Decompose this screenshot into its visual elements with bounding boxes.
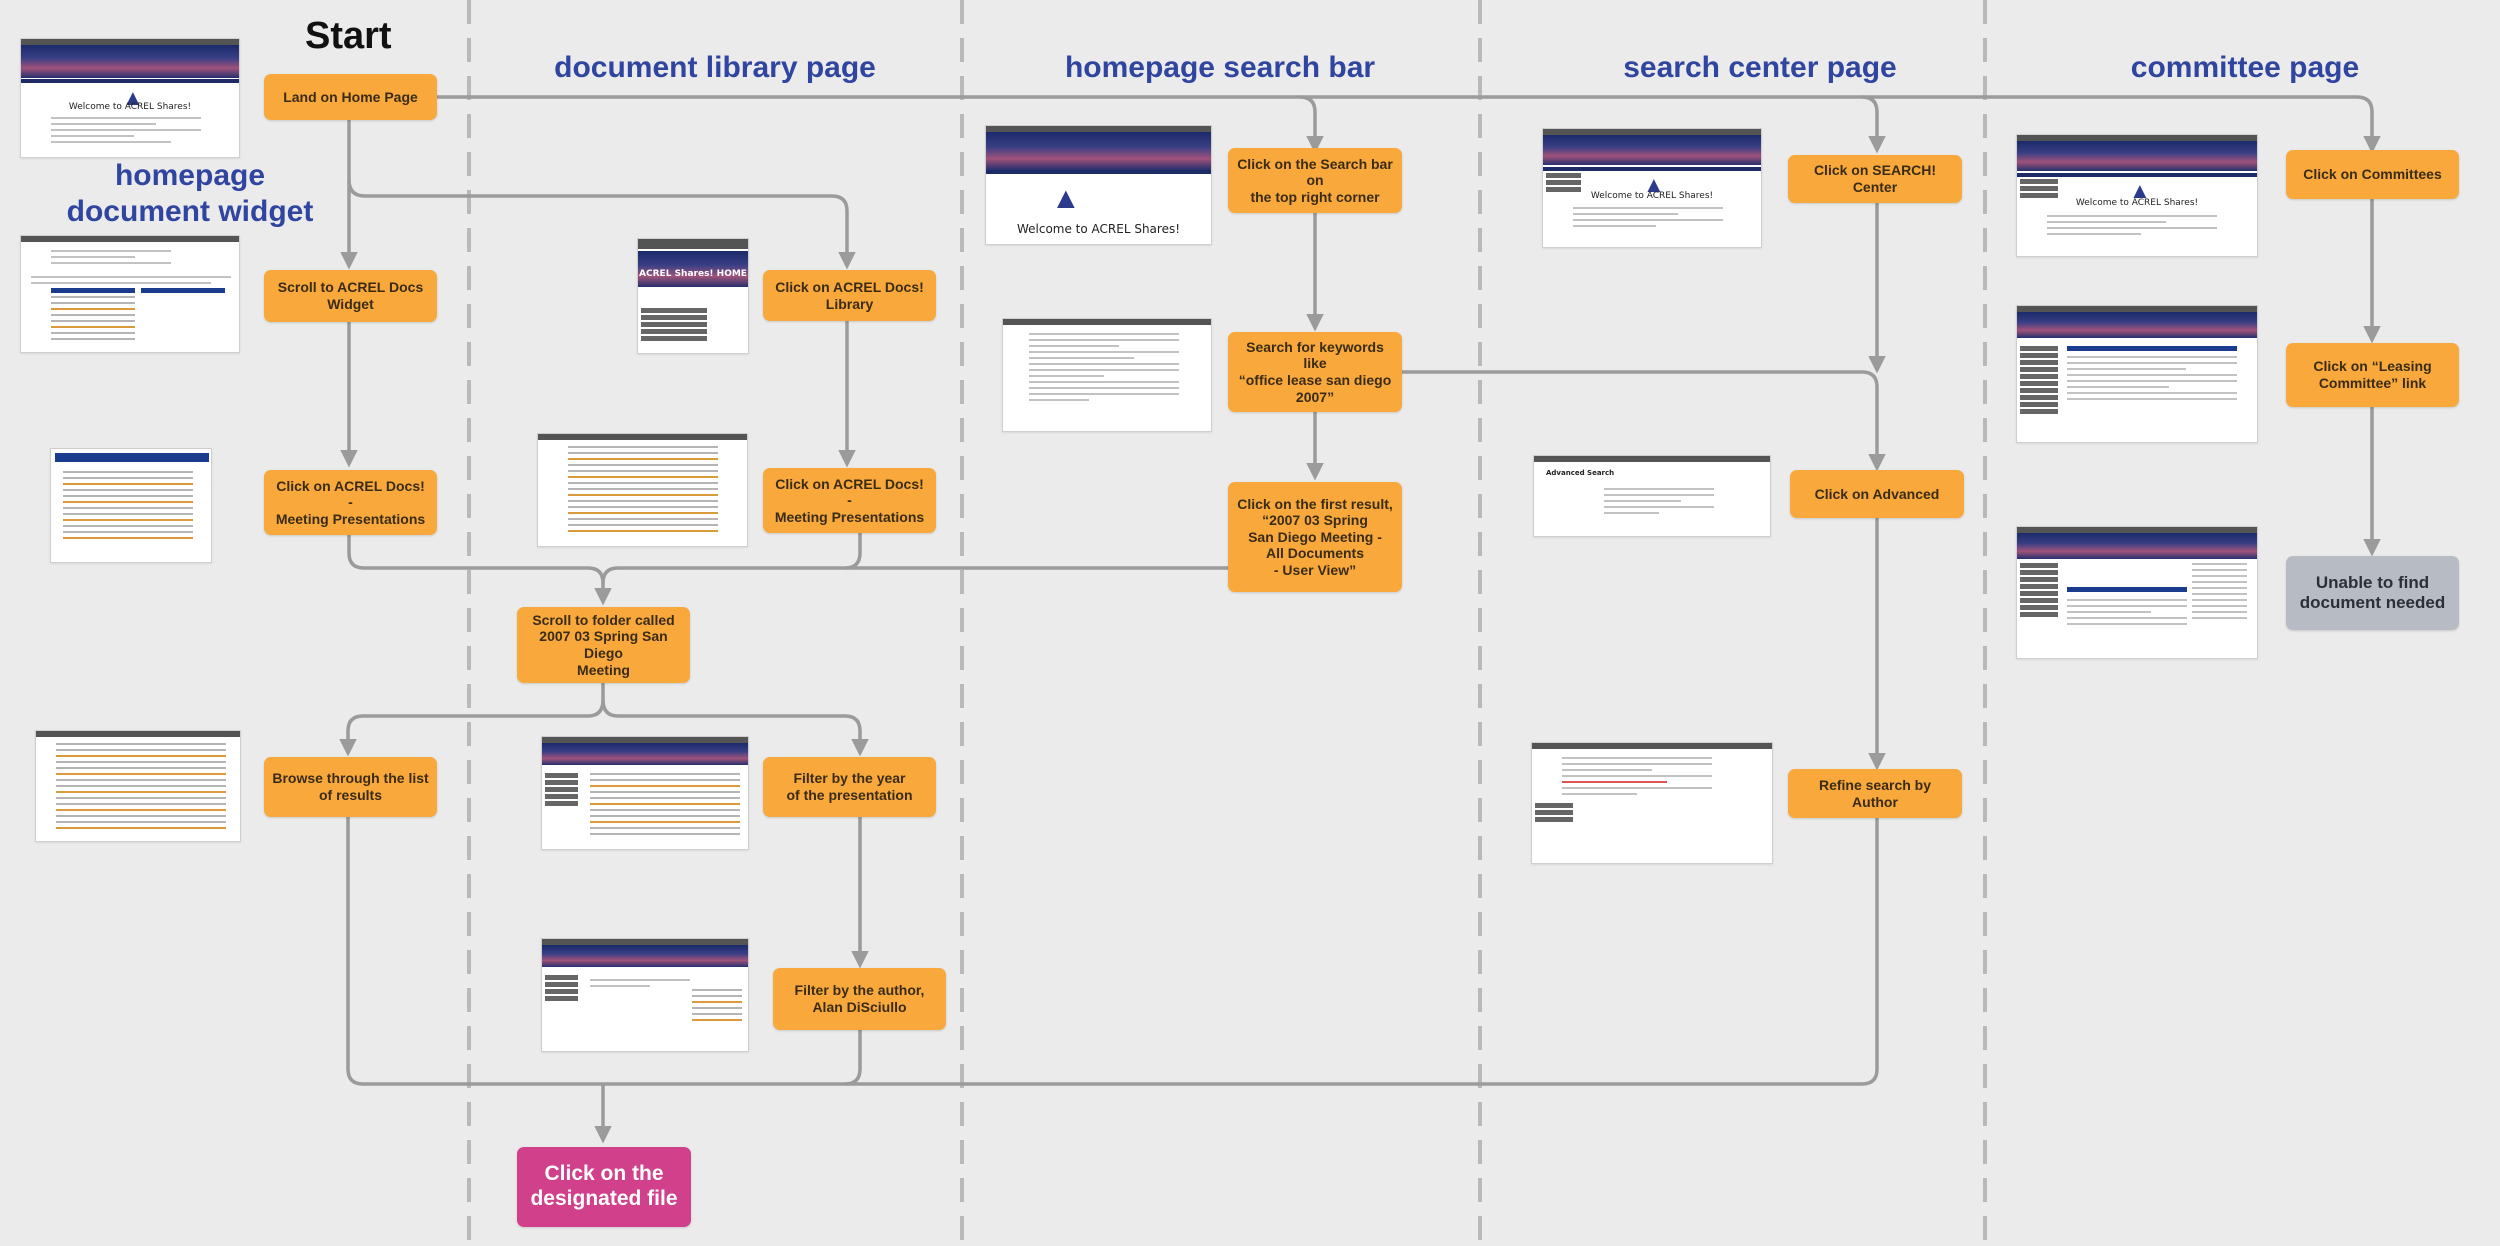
acrel-logo-icon: ▲ bbox=[1051, 184, 1081, 214]
thumb-homepage-search: ▲ Welcome to ACREL Shares! bbox=[985, 125, 1212, 245]
thumb-meeting-list bbox=[541, 736, 749, 850]
node-click-search-bar[interactable]: Click on the Search bar on the top right… bbox=[1228, 148, 1402, 213]
thumb-library-nav: ACREL Shares! HOME bbox=[637, 238, 749, 354]
node-click-committees[interactable]: Click on Committees bbox=[2286, 150, 2459, 199]
thumb-library-header: ACREL Shares! HOME bbox=[638, 269, 748, 279]
thumb-result-list bbox=[35, 730, 241, 842]
thumb-homepage: ▲ Welcome to ACREL Shares! bbox=[20, 38, 240, 158]
thumb-welcome-text: Welcome to ACREL Shares! bbox=[986, 222, 1211, 236]
node-scroll-folder[interactable]: Scroll to folder called 2007 03 Spring S… bbox=[517, 607, 690, 683]
node-click-advanced[interactable]: Click on Advanced bbox=[1790, 470, 1964, 518]
section-title-document-library: document library page bbox=[490, 50, 940, 86]
thumb-committee-list bbox=[2016, 305, 2258, 443]
node-unable-to-find: Unable to find document needed bbox=[2286, 556, 2459, 630]
node-search-keywords[interactable]: Search for keywords like “office lease s… bbox=[1228, 332, 1402, 412]
thumb-filter-author bbox=[541, 938, 749, 1052]
node-filter-author[interactable]: Filter by the author, Alan DiSciullo bbox=[773, 968, 946, 1030]
arrow-author-to-trunk bbox=[845, 1030, 860, 1084]
thumb-search-results bbox=[1002, 318, 1212, 432]
node-browse-results[interactable]: Browse through the list of results bbox=[264, 757, 437, 817]
node-click-first-result[interactable]: Click on the first result, “2007 03 Spri… bbox=[1228, 482, 1402, 592]
thumb-refine-results bbox=[1531, 742, 1773, 864]
start-label: Start bbox=[305, 15, 392, 58]
node-click-library[interactable]: Click on ACREL Docs! Library bbox=[763, 270, 936, 321]
node-click-designated-file[interactable]: Click on the designated file bbox=[517, 1147, 691, 1227]
thumb-search-center-home: ▲ Welcome to ACREL Shares! bbox=[1542, 128, 1762, 248]
thumb-widget-page bbox=[20, 235, 240, 353]
thumb-leasing-committee bbox=[2016, 526, 2258, 659]
node-click-meeting-library[interactable]: Click on ACREL Docs! - Meeting Presentat… bbox=[763, 468, 936, 533]
thumb-acrel-docs-widget bbox=[50, 448, 212, 563]
section-title-committee: committee page bbox=[2040, 50, 2450, 86]
thumb-advanced-title: Advanced Search bbox=[1546, 469, 1614, 477]
section-title-homepage-search: homepage search bar bbox=[1000, 50, 1440, 86]
node-scroll-widget[interactable]: Scroll to ACREL Docs Widget bbox=[264, 270, 437, 322]
thumb-advanced-search: Advanced Search bbox=[1533, 455, 1771, 537]
node-click-meeting-widget[interactable]: Click on ACREL Docs! - Meeting Presentat… bbox=[264, 470, 437, 535]
node-click-search-center[interactable]: Click on SEARCH! Center bbox=[1788, 155, 1962, 203]
section-title-search-center: search center page bbox=[1530, 50, 1990, 86]
thumb-committee-home: ▲ Welcome to ACREL Shares! bbox=[2016, 134, 2258, 257]
thumb-welcome-text: Welcome to ACREL Shares! bbox=[21, 102, 239, 112]
node-click-leasing[interactable]: Click on “Leasing Committee” link bbox=[2286, 343, 2459, 407]
arrow-to-library bbox=[349, 180, 847, 266]
node-filter-year[interactable]: Filter by the year of the presentation bbox=[763, 757, 936, 817]
thumb-library-folders bbox=[537, 433, 748, 547]
section-title-homepage-widget: homepage document widget bbox=[40, 158, 340, 230]
node-refine-author[interactable]: Refine search by Author bbox=[1788, 769, 1962, 818]
node-land-home-page[interactable]: Land on Home Page bbox=[264, 74, 437, 120]
arrow-keywords-to-advanced bbox=[1402, 372, 1877, 468]
